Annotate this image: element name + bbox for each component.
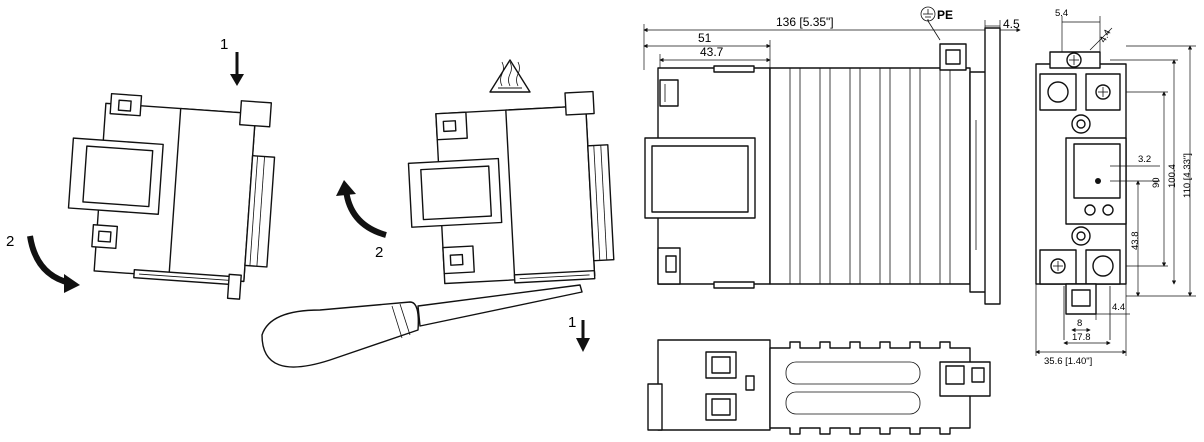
dim-35-6-label: 35.6 [1.40"] (1044, 356, 1092, 367)
dim-3-2-label: 3.2 (1138, 154, 1151, 165)
dim-17-8-label: 17.8 (1072, 332, 1091, 343)
hot-surface-warning-icon (489, 59, 531, 93)
step-1-label-left: 1 (220, 36, 228, 53)
pe-label: PE (937, 8, 953, 22)
dim-90-label: 90 (1151, 177, 1162, 188)
dim-43-8-label: 43.8 (1130, 232, 1141, 251)
front-view-drawing: 5.4 4.4 3. (1035, 8, 1196, 367)
relay-body-left (67, 92, 276, 300)
dim-8-label: 8 (1077, 318, 1082, 329)
relay-body-right (407, 90, 615, 285)
bottom-view-drawing (647, 339, 991, 435)
mounting-illustration-left: 1 2 (6, 36, 276, 300)
dim-5-4-label: 5.4 (1055, 8, 1068, 19)
dim-110-label: 110 [4.33"] (1182, 153, 1193, 198)
step-2-label-left: 2 (6, 233, 14, 250)
down-arrow-icon (576, 320, 590, 352)
dim-136-label: 136 [5.35"] (776, 15, 834, 29)
rotate-arrow-icon (336, 180, 387, 238)
dim-100-4-label: 100.4 (1167, 164, 1178, 188)
dim-4-5-label: 4.5 (1003, 17, 1020, 31)
dim-51-label: 51 (698, 31, 712, 45)
dim-4-4-label: 4.4 (1112, 302, 1125, 313)
screwdriver-icon (261, 284, 583, 368)
step-2-label-right: 2 (375, 244, 383, 261)
step-1-label-right: 1 (568, 314, 576, 331)
dim-43-7-label: 43.7 (700, 45, 724, 59)
ground-symbol-icon (920, 6, 941, 41)
side-view-drawing: 136 [5.35"] PE 4.5 51 43.7 (643, 6, 1021, 305)
rotate-arrow-icon (27, 235, 80, 293)
mounting-illustration-right: 2 1 (261, 59, 615, 368)
down-arrow-icon (230, 52, 244, 86)
